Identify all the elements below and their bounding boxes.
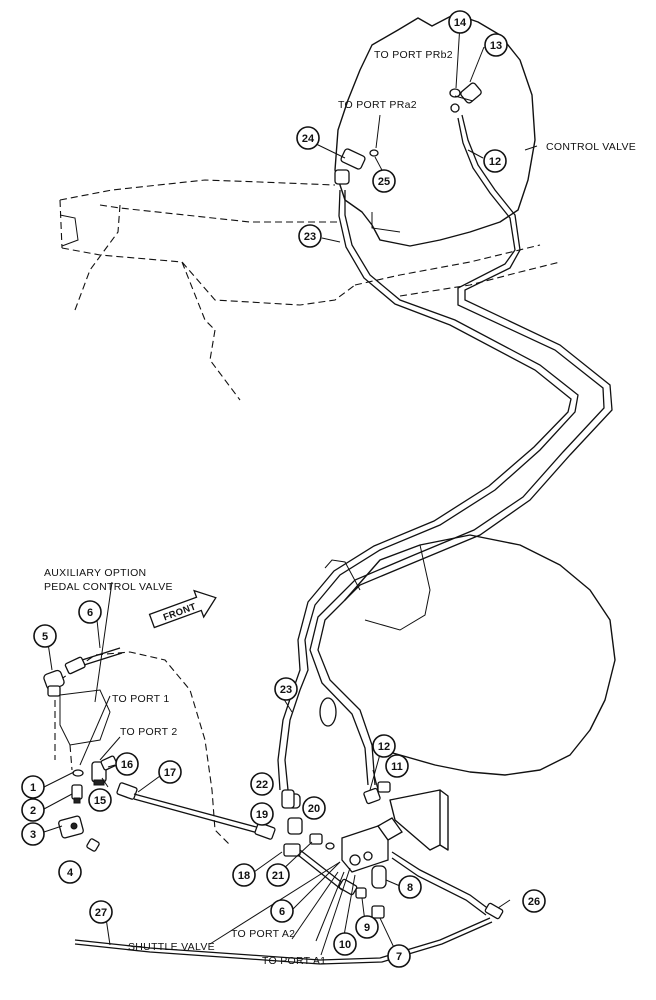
svg-text:16: 16: [121, 759, 133, 771]
callout-25: 25: [372, 169, 396, 193]
line-27: [74, 917, 493, 965]
callout-26: 26: [522, 889, 546, 913]
label-shuttle-valve: SHUTTLE VALVE: [128, 941, 215, 953]
label-auxiliary-option: AUXILIARY OPTION: [44, 567, 146, 579]
svg-text:18: 18: [238, 870, 250, 882]
svg-text:1: 1: [30, 782, 36, 794]
part-20-21: [309, 833, 335, 850]
part-1-oring: [72, 769, 84, 777]
callout-8: 8: [398, 875, 422, 899]
hose-17: [116, 782, 276, 840]
callout-22: 22: [250, 772, 274, 796]
line-26: [391, 851, 504, 920]
front-arrow: FRONT: [148, 589, 217, 629]
callout-24: 24: [296, 126, 320, 150]
fitting-14: [449, 88, 461, 98]
svg-text:7: 7: [396, 951, 402, 963]
label-to-port-1: TO PORT 1: [112, 693, 170, 705]
part-15-16-fittings: [91, 755, 118, 786]
callout-12-top: 12: [483, 149, 507, 173]
svg-text:3: 3: [30, 829, 36, 841]
callout-21: 21: [266, 863, 290, 887]
callout-27: 27: [89, 900, 113, 924]
label-to-port-2: TO PORT 2: [120, 726, 178, 738]
lower-housing-outline: [344, 534, 616, 776]
svg-text:26: 26: [528, 896, 540, 908]
svg-text:19: 19: [256, 809, 268, 821]
callout-16: 16: [115, 752, 139, 776]
fitting-25: [369, 149, 379, 157]
svg-text:8: 8: [407, 882, 413, 894]
part-2-plug: [71, 784, 83, 804]
part-7: [371, 905, 385, 919]
callout-17: 17: [158, 760, 182, 784]
svg-text:14: 14: [454, 17, 467, 29]
svg-text:6: 6: [279, 906, 285, 918]
svg-text:22: 22: [256, 779, 268, 791]
callout-23-bottom: 23: [274, 677, 298, 701]
part-5-elbow: [43, 669, 65, 697]
callout-10: 10: [333, 932, 357, 956]
svg-text:12: 12: [378, 741, 390, 753]
label-to-port-prb2: TO PORT PRb2: [374, 49, 453, 61]
callout-6-bottom: 6: [270, 899, 294, 923]
callout-11: 11: [385, 754, 409, 778]
svg-text:13: 13: [490, 40, 502, 52]
callout-2: 2: [21, 798, 45, 822]
fitting-24: [334, 148, 366, 185]
label-to-port-a2: TO PORT A2: [231, 928, 295, 940]
machine-frame-dashed: [59, 179, 541, 401]
svg-text:23: 23: [304, 231, 316, 243]
svg-text:23: 23: [280, 684, 292, 696]
svg-text:27: 27: [95, 907, 107, 919]
svg-text:2: 2: [30, 805, 36, 817]
callout-9: 9: [355, 915, 379, 939]
svg-text:11: 11: [391, 761, 403, 773]
svg-text:17: 17: [164, 767, 176, 779]
svg-text:6: 6: [87, 607, 93, 619]
part-3-body: [58, 815, 84, 839]
svg-text:15: 15: [94, 795, 106, 807]
svg-text:25: 25: [378, 176, 390, 188]
callout-3: 3: [21, 822, 45, 846]
label-control-valve: CONTROL VALVE: [546, 141, 636, 153]
leader-lines: [43, 23, 538, 956]
svg-text:4: 4: [67, 867, 74, 879]
callout-1: 1: [21, 775, 45, 799]
svg-text:21: 21: [272, 870, 284, 882]
mounting-bracket: [389, 789, 449, 851]
part-4-plug: [86, 838, 100, 852]
callout-5: 5: [33, 624, 57, 648]
shuttle-valve-body: [341, 817, 403, 873]
tube-12: [309, 114, 613, 786]
part-19: [287, 817, 303, 835]
callout-18: 18: [232, 863, 256, 887]
callout-4: 4: [58, 860, 82, 884]
callout-14: 14: [448, 10, 472, 34]
label-pedal-control-valve: PEDAL CONTROL VALVE: [44, 581, 173, 593]
svg-text:12: 12: [489, 156, 501, 168]
svg-text:9: 9: [364, 922, 370, 934]
part-6-hose-end: [64, 647, 123, 675]
svg-text:10: 10: [339, 939, 351, 951]
svg-text:24: 24: [302, 133, 315, 145]
callout-19: 19: [250, 802, 274, 826]
part-8-9: [355, 865, 387, 899]
callout-13: 13: [484, 33, 508, 57]
callout-20: 20: [302, 796, 326, 820]
callout-7: 7: [387, 944, 411, 968]
label-to-port-a1: TO PORT A1: [262, 955, 326, 967]
label-to-port-pra2: TO PORT PRa2: [338, 99, 417, 111]
pedal-valve-outline: [59, 651, 231, 846]
callout-12-bottom: 12: [372, 734, 396, 758]
part-11-12-fittings: [281, 781, 391, 809]
svg-text:20: 20: [308, 803, 320, 815]
callout-23-top: 23: [298, 224, 322, 248]
svg-text:5: 5: [42, 631, 48, 643]
callout-15: 15: [88, 788, 112, 812]
part-18: [283, 843, 301, 857]
callout-6-top: 6: [78, 600, 102, 624]
